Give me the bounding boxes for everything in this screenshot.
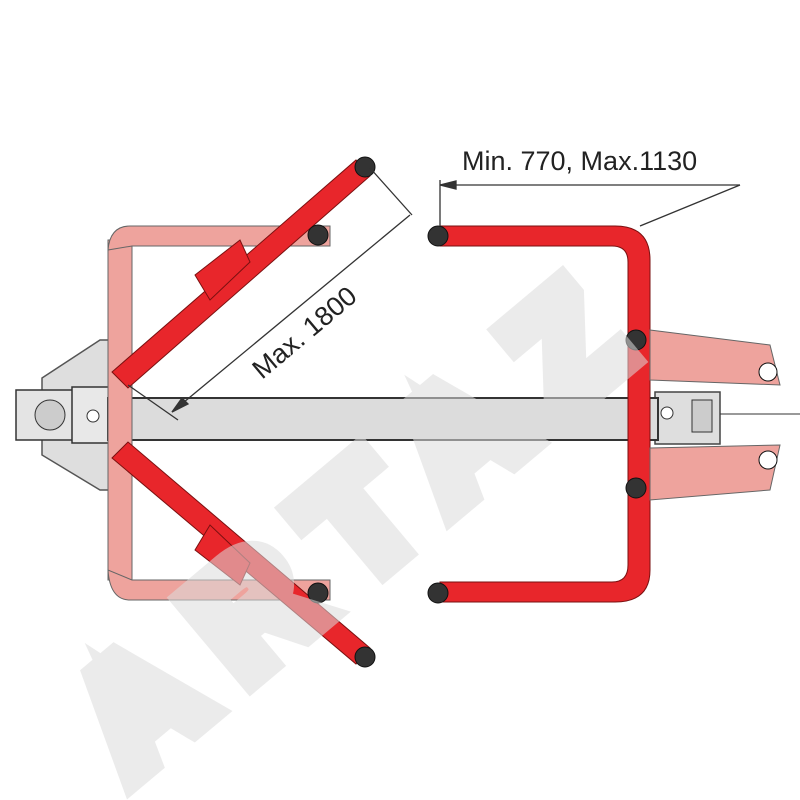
arm-dimension-label: Max. 1800 — [247, 281, 363, 385]
svg-text:ARTAZ: ARTAZ — [43, 228, 685, 800]
floor-beam — [107, 397, 659, 441]
right-arms — [649, 329, 781, 501]
width-dimension — [439, 180, 741, 227]
pad — [758, 450, 778, 470]
arm-dimension — [127, 167, 413, 421]
left-column-base — [15, 339, 113, 491]
watermark: ARTAZ — [30, 215, 698, 800]
right-frame — [439, 225, 651, 603]
pad — [625, 329, 647, 351]
lift-pads — [307, 156, 778, 668]
pad — [307, 582, 329, 604]
pad — [307, 224, 329, 246]
pad — [427, 582, 449, 604]
left-arms — [111, 159, 371, 665]
pad — [625, 477, 647, 499]
width-dimension-label: Min. 770, Max.1130 — [462, 146, 697, 176]
right-column-base — [654, 391, 800, 445]
pad — [354, 156, 376, 178]
pad — [758, 362, 778, 382]
pad — [354, 646, 376, 668]
pad — [427, 225, 449, 247]
